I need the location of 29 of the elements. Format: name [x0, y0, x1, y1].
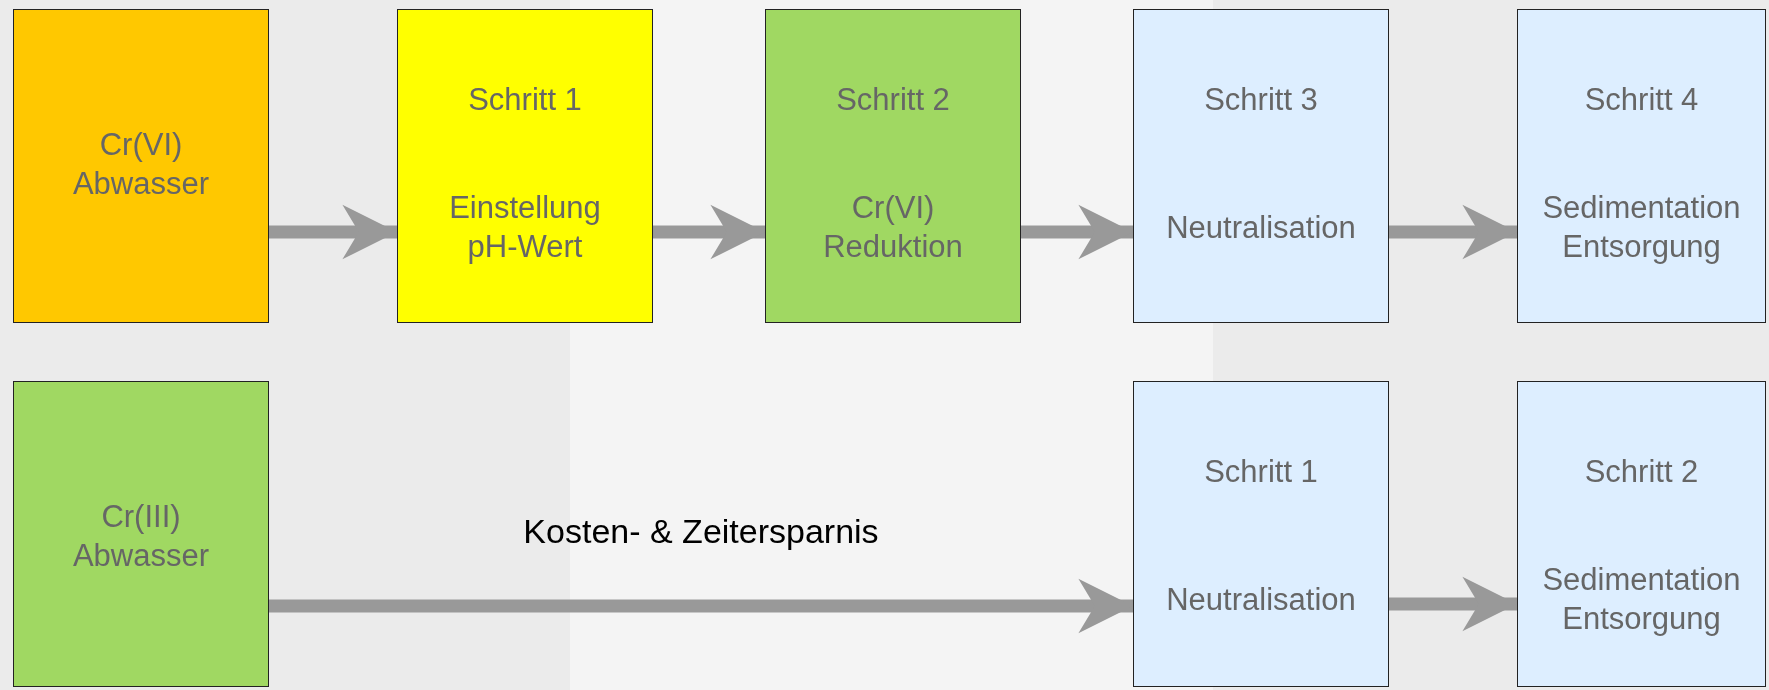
box-label: Neutralisation — [1165, 208, 1357, 247]
process-box — [397, 9, 653, 323]
process-box — [13, 9, 269, 323]
box-label: Sedimentation Entsorgung — [1541, 189, 1742, 266]
process-box — [1133, 381, 1389, 687]
step-heading: Schritt 1 — [467, 80, 583, 119]
box-label: Cr(III) Abwasser — [71, 498, 211, 575]
arrow — [269, 578, 1133, 634]
arrow — [1389, 204, 1517, 260]
step-heading: Schritt 2 — [835, 80, 951, 119]
box-label: Sedimentation Entsorgung — [1541, 561, 1742, 638]
process-box — [1517, 381, 1766, 687]
step-heading: Schritt 1 — [1203, 452, 1319, 491]
arrow — [1389, 576, 1517, 632]
process-box — [1133, 9, 1389, 323]
arrow — [269, 204, 397, 260]
arrow — [653, 204, 765, 260]
box-label: Cr(VI) Reduktion — [822, 189, 964, 266]
edge-label: Kosten- & Zeitersparnis — [523, 511, 879, 551]
process-box — [13, 381, 269, 687]
box-label: Neutralisation — [1165, 580, 1357, 619]
box-label: Einstellung pH-Wert — [448, 189, 602, 266]
step-heading: Schritt 2 — [1583, 452, 1700, 491]
step-heading: Schritt 4 — [1583, 80, 1700, 119]
arrow — [1021, 204, 1133, 260]
process-box — [1517, 9, 1766, 323]
process-box — [765, 9, 1021, 323]
step-heading: Schritt 3 — [1203, 80, 1319, 119]
box-label: Cr(VI) Abwasser — [71, 126, 211, 203]
